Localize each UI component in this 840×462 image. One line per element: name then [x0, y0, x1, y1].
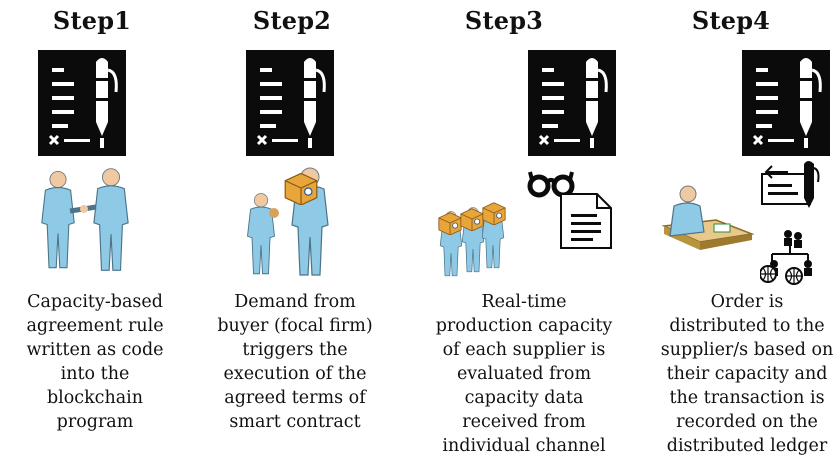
package-handover-icon: [247, 167, 329, 276]
step1-description: Capacity-based agreement rule written as…: [26, 292, 164, 432]
step1-title: Step1: [52, 6, 132, 35]
handshake-icon: [41, 168, 129, 271]
step2-description: Demand from buyer (focal firm) triggers …: [217, 292, 373, 432]
step2-contract-icon: [246, 50, 334, 156]
step3-contract-icon: [528, 50, 616, 156]
step3-description: Real-time production capacity of each su…: [435, 292, 613, 456]
suppliers-with-boxes-icon: [438, 202, 506, 277]
step1-contract-icon: [38, 50, 126, 156]
step4-description: Order is distributed to the supplier/s b…: [660, 292, 834, 456]
step4-title: Step4: [691, 6, 771, 35]
global-network-icon: [760, 230, 812, 285]
step4-contract-icon: [742, 50, 830, 156]
step3-title: Step3: [464, 6, 544, 35]
step2-title: Step2: [252, 6, 332, 35]
ledger-entry-icon: [761, 161, 820, 208]
desk-worker-icon: [662, 185, 754, 250]
glasses-document-icon: [527, 171, 612, 249]
